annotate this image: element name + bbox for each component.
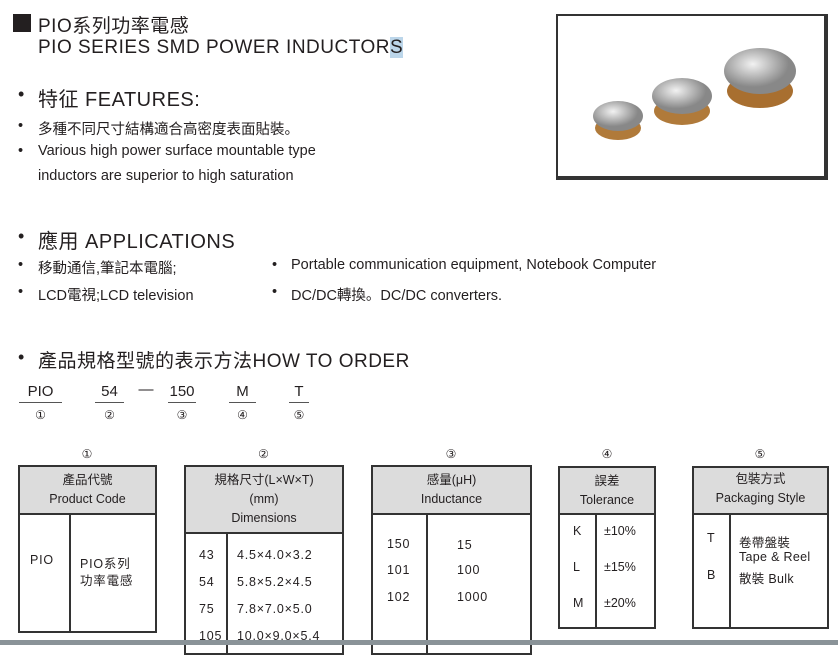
order-code-series: PIO <box>19 383 62 403</box>
table-header-en: Dimensions <box>231 511 297 525</box>
table-cell: 4.5×4.0×3.2 <box>237 548 313 562</box>
order-code-inductance: 150 <box>168 383 196 403</box>
order-num: ② <box>104 408 115 422</box>
feature-item: 多種不同尺寸結構適合高密度表面貼裝。 <box>38 122 299 138</box>
tolerance-table: 誤差 Tolerance K ±10% L ±15% M ±20% <box>558 466 656 629</box>
title-en-main: PIO SERIES SMD POWER INDUCTOR <box>38 37 390 58</box>
table-cell: 功率電感 <box>80 574 134 588</box>
bullet: • <box>18 118 24 134</box>
table-header-en: Packaging Style <box>715 491 806 505</box>
table-cell: 102 <box>387 590 411 604</box>
table-cell: M <box>573 596 585 610</box>
table-cell: 101 <box>387 563 411 577</box>
bullet: • <box>18 284 24 300</box>
table-header-en: Product Code <box>49 492 126 506</box>
order-num: ④ <box>237 408 248 422</box>
table-num: ② <box>258 447 269 461</box>
table-cell: 105 <box>199 629 223 643</box>
table-cell: T <box>707 531 716 545</box>
bullet: • <box>18 226 25 246</box>
feature-item: Various high power surface mountable typ… <box>38 143 316 159</box>
table-cell: Tape & Reel <box>739 550 811 564</box>
table-cell: 43 <box>199 548 215 562</box>
table-num: ⑤ <box>754 447 766 461</box>
page-bottom-edge <box>0 640 838 645</box>
table-cell: ±10% <box>604 524 636 538</box>
dimensions-table: 規格尺寸(L×W×T) (mm) Dimensions 43 4.5×4.0×3.2… <box>184 465 344 655</box>
order-code-packaging: T <box>289 383 309 403</box>
product-code-table: 產品代號 Product Code PIO PIO系列 功率電感 <box>18 465 157 633</box>
bullet: • <box>272 257 278 273</box>
table-header-cn: 誤差 <box>594 474 620 488</box>
table-cell: 7.8×7.0×5.0 <box>237 602 313 616</box>
table-cell: PIO系列 <box>80 557 131 571</box>
table-cell: 10.0×9.0×5.4 <box>237 629 321 643</box>
features-heading: 特征 FEATURES: <box>38 89 201 111</box>
title-cn: PIO系列功率電感 <box>38 16 190 37</box>
application-item: DC/DC轉換。DC/DC converters. <box>291 288 503 304</box>
applications-heading: 應用 APPLICATIONS <box>38 231 236 253</box>
order-code-dimension: 54 <box>95 383 124 403</box>
table-num: ③ <box>445 447 457 461</box>
application-item: 移動通信,筆記本電腦; <box>38 261 177 277</box>
bullet: • <box>272 284 278 300</box>
table-cell: L <box>573 560 581 574</box>
table-cell: ±15% <box>604 560 636 574</box>
order-num: ① <box>35 408 46 422</box>
table-cell: 卷帶盤裝 <box>739 536 791 550</box>
title-en: PIO SERIES SMD POWER INDUCTORS <box>38 37 404 59</box>
table-cell: 75 <box>199 602 215 616</box>
table-header-unit: (mm) <box>249 492 279 506</box>
table-header-cn: 產品代號 <box>62 473 113 487</box>
table-cell: 150 <box>387 537 411 551</box>
order-code-tolerance: M <box>229 383 256 403</box>
table-header-cn: 包裝方式 <box>735 472 786 486</box>
application-item: Portable communication equipment, Notebo… <box>291 257 657 273</box>
bullet: • <box>18 84 25 104</box>
title-square-icon <box>13 14 31 32</box>
inductance-table: 感量(μH) Inductance 150 15 101 100 102 1000 <box>371 465 532 655</box>
table-cell: 5.8×5.2×4.5 <box>237 575 313 589</box>
order-num: ⑤ <box>293 408 305 422</box>
table-header-en: Inductance <box>420 492 483 506</box>
table-cell: ±20% <box>604 596 636 610</box>
table-cell: 100 <box>457 563 481 577</box>
feature-item: inductors are superior to high saturatio… <box>38 168 294 184</box>
table-header-cn: 規格尺寸(L×W×T) <box>214 473 314 487</box>
order-num: ③ <box>176 408 188 422</box>
application-item: LCD電視;LCD television <box>38 288 194 304</box>
table-cell: 15 <box>457 538 473 552</box>
table-cell: 54 <box>199 575 215 589</box>
table-header-cn: 感量(μH) <box>426 473 477 487</box>
order-heading: 產品規格型號的表示方法HOW TO ORDER <box>38 351 410 372</box>
table-cell: K <box>573 524 583 538</box>
table-header-en: Tolerance <box>579 493 635 507</box>
product-photo <box>556 14 828 180</box>
packaging-table: 包裝方式 Packaging Style T B 卷帶盤裝 Tape & Reel… <box>692 466 829 629</box>
bullet: • <box>18 257 24 273</box>
table-num: ① <box>81 447 93 461</box>
bullet: • <box>18 143 24 159</box>
table-num: ④ <box>601 447 613 461</box>
order-dash: — <box>138 381 154 398</box>
bullet: • <box>18 347 25 367</box>
title-en-selected: S <box>389 37 404 58</box>
table-cell: PIO <box>30 553 54 567</box>
table-cell: 1000 <box>457 590 489 604</box>
table-cell: 散裝 Bulk <box>739 572 794 586</box>
table-cell: B <box>707 568 717 582</box>
inductors-image <box>593 48 796 140</box>
